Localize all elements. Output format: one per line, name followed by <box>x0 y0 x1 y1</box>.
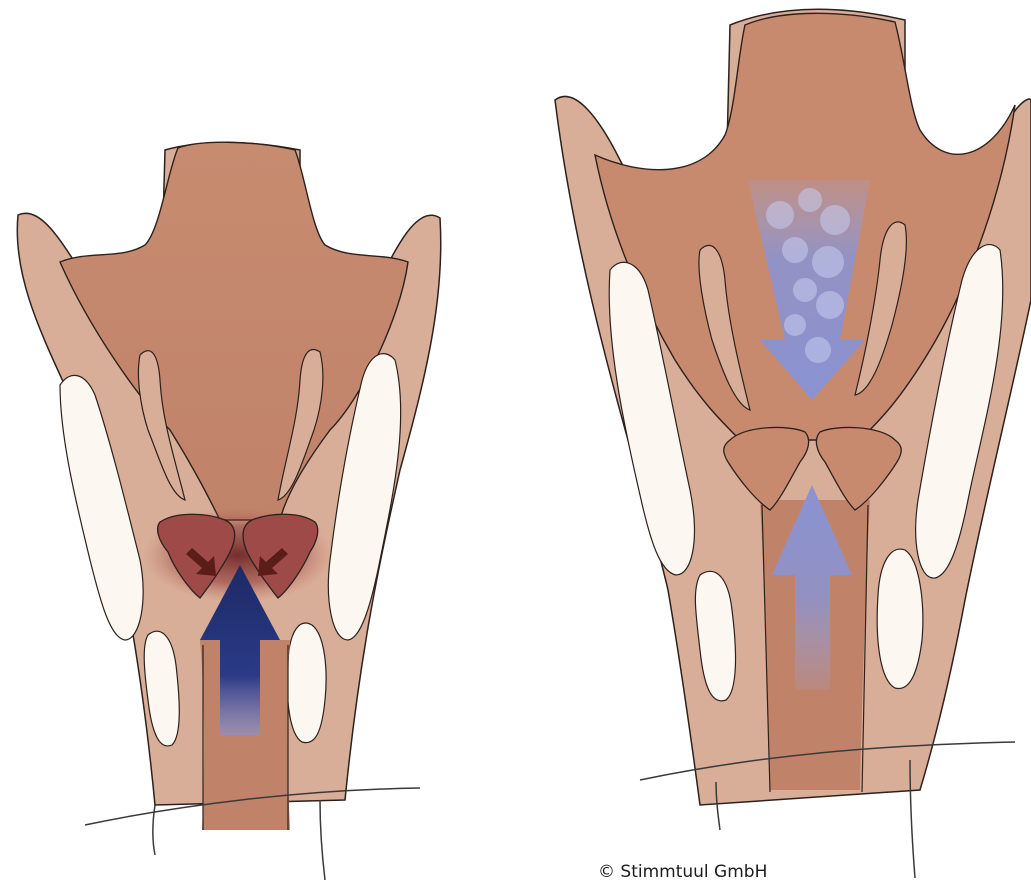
right-larynx <box>555 9 1031 805</box>
right-cartilage-lower-r <box>877 549 923 688</box>
left-cartilage-lower-r <box>287 623 326 743</box>
copyright-text: © Stimmtuul GmbH <box>598 862 767 882</box>
left-larynx <box>17 142 440 830</box>
